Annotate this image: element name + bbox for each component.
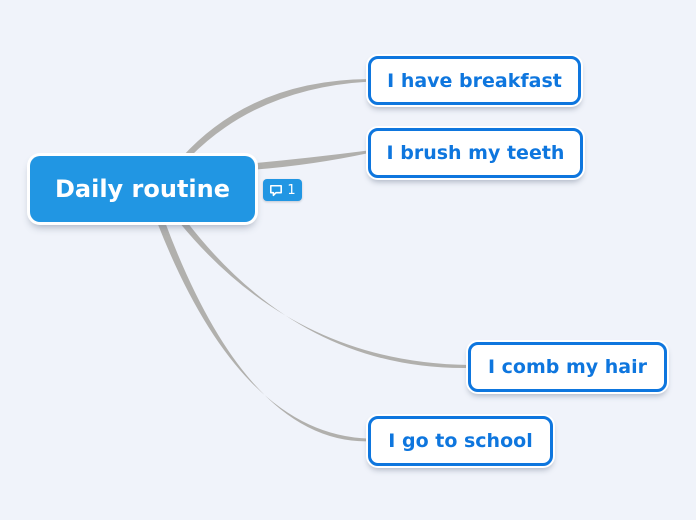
connector-root-to-school xyxy=(157,222,369,442)
topic-i-brush-my-teeth[interactable]: I brush my teeth xyxy=(368,128,583,178)
connector-root-to-comb xyxy=(179,222,469,369)
topic-i-comb-my-hair[interactable]: I comb my hair xyxy=(468,342,667,392)
topic-i-have-breakfast[interactable]: I have breakfast xyxy=(368,56,581,105)
topic-i-go-to-school[interactable]: I go to school xyxy=(368,416,553,466)
comment-icon xyxy=(269,184,283,197)
connector-root-to-teeth xyxy=(256,150,369,170)
topic-label: I go to school xyxy=(388,430,533,452)
root-topic[interactable]: Daily routine xyxy=(30,156,255,222)
comment-badge[interactable]: 1 xyxy=(263,179,302,201)
comment-count: 1 xyxy=(287,182,296,198)
topic-label: I have breakfast xyxy=(387,69,562,92)
topic-label: I brush my teeth xyxy=(386,142,565,164)
topic-label: I comb my hair xyxy=(487,356,648,378)
connector-root-to-breakfast xyxy=(182,79,369,157)
root-topic-label: Daily routine xyxy=(54,175,231,203)
